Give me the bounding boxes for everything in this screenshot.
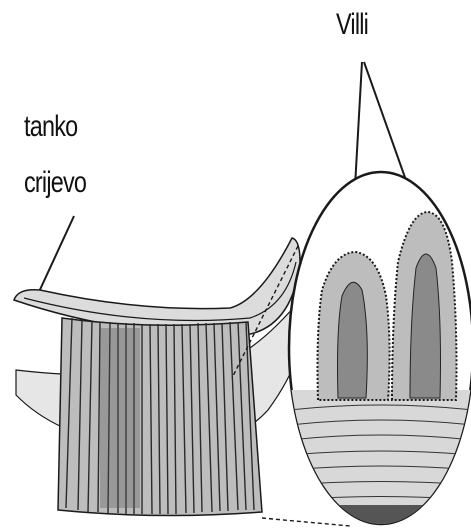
- villi-label: Villi: [336, 10, 368, 40]
- intestine-segment: [14, 238, 300, 516]
- tissue-dark-layer: [289, 505, 471, 530]
- crijevo-label: crijevo: [24, 168, 86, 198]
- intestine-dark-band: [100, 328, 140, 508]
- tanko-label: tanko: [24, 112, 77, 142]
- crijevo-leader: [38, 216, 74, 294]
- magnified-view: [289, 172, 471, 530]
- villus-left-core: [338, 282, 368, 398]
